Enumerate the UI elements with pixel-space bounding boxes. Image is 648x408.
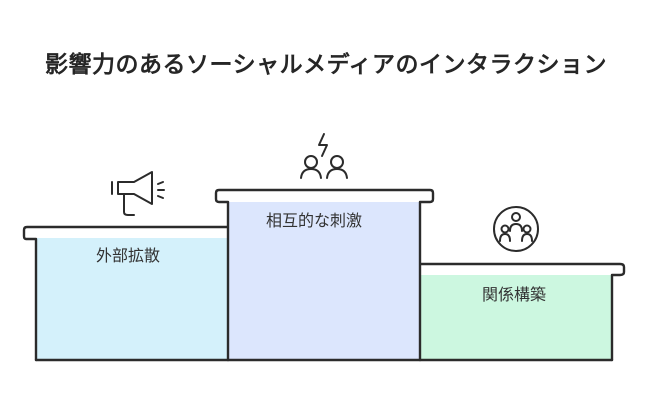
step-label-relationship-building: 関係構築 xyxy=(482,285,547,304)
step-right xyxy=(418,262,626,362)
step-left-block xyxy=(36,238,228,360)
step-label-mutual-stimulation: 相互的な刺激 xyxy=(266,211,363,230)
step-label-external-spread: 外部拡散 xyxy=(96,246,161,265)
community-icon xyxy=(493,206,539,252)
step-center xyxy=(214,188,435,362)
people-spark-icon xyxy=(300,133,348,179)
megaphone-icon xyxy=(111,171,165,216)
step-left xyxy=(22,225,230,362)
step-center-block xyxy=(228,202,420,360)
page-title: 影響力のあるソーシャルメディアのインタラクション xyxy=(45,52,607,78)
step-right-block xyxy=(420,275,613,360)
